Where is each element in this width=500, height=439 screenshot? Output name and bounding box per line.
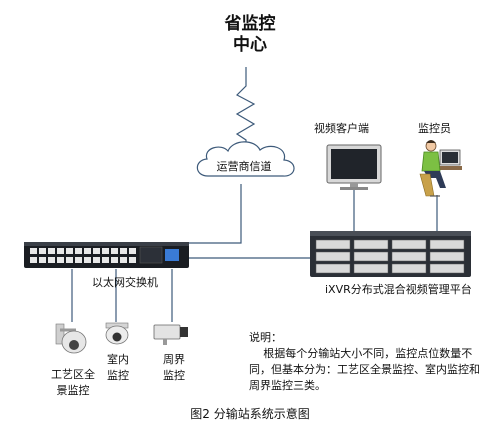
switch-port bbox=[39, 248, 46, 254]
switch-port bbox=[48, 257, 55, 263]
switch-port bbox=[120, 257, 127, 263]
server-drive-bay bbox=[315, 239, 351, 250]
server-drive-bay bbox=[353, 251, 389, 262]
server-drive-bay bbox=[391, 239, 427, 250]
ethernet-switch-label: 以太网交换机 bbox=[92, 276, 158, 289]
server-drive-bay bbox=[429, 251, 465, 262]
camera-label-indoor: 室内 监控 bbox=[98, 352, 138, 384]
box-camera-icon bbox=[153, 324, 188, 345]
operator-icon bbox=[419, 140, 462, 197]
dome-camera-icon bbox=[105, 322, 129, 345]
switch-port bbox=[111, 248, 118, 254]
link-province-to-cloud bbox=[235, 67, 256, 150]
switch-port bbox=[57, 257, 64, 263]
switch-port bbox=[48, 248, 55, 254]
camera-label-perimeter: 周界 监控 bbox=[154, 352, 194, 384]
server-drive-bay bbox=[429, 239, 465, 250]
notes-title: 说明： bbox=[249, 331, 282, 344]
camera-label-line1: 室内 bbox=[107, 353, 129, 366]
ethernet-switch-icon bbox=[24, 242, 189, 268]
server-drive-bay bbox=[315, 251, 351, 262]
platform-label: iXVR分布式混合视频管理平台 bbox=[325, 283, 472, 296]
server-drive-bay bbox=[391, 251, 427, 262]
server-drive-bays bbox=[315, 239, 465, 274]
server-drive-bay bbox=[315, 263, 351, 274]
cloud-shape bbox=[196, 141, 295, 177]
server-drive-bay bbox=[429, 263, 465, 274]
notes-body: 根据每个分输站大小不同，监控点位数量不同，但基本分为：工艺区全景监控、室内监控和… bbox=[249, 347, 480, 392]
province-center-line1: 省监控 bbox=[224, 14, 276, 34]
switch-ports bbox=[30, 248, 136, 263]
switch-port bbox=[129, 257, 136, 263]
figure-caption: 图2 分输站系统示意图 bbox=[190, 407, 310, 421]
link-cloud-to-switch bbox=[189, 184, 242, 244]
switch-port bbox=[66, 248, 73, 254]
switch-port bbox=[75, 257, 82, 263]
carrier-channel-label: 运营商信道 bbox=[216, 160, 272, 173]
switch-port bbox=[102, 248, 109, 254]
operator-label: 监控员 bbox=[418, 122, 451, 135]
switch-port bbox=[111, 257, 118, 263]
switch-port bbox=[93, 248, 100, 254]
switch-port bbox=[84, 257, 91, 263]
switch-port bbox=[93, 257, 100, 263]
switch-port bbox=[84, 248, 91, 254]
switch-port bbox=[102, 257, 109, 263]
notes-block: 说明： 根据每个分输站大小不同，监控点位数量不同，但基本分为：工艺区全景监控、室… bbox=[249, 330, 485, 394]
connection-lines bbox=[71, 67, 438, 322]
camera-label-line2: 监控 bbox=[163, 369, 185, 382]
dome-ptz-camera-icon bbox=[55, 323, 87, 354]
switch-port bbox=[39, 257, 46, 263]
switch-port bbox=[129, 248, 136, 254]
switch-port bbox=[66, 257, 73, 263]
switch-port bbox=[57, 248, 64, 254]
server-drive-bay bbox=[391, 263, 427, 274]
server-drive-bay bbox=[353, 263, 389, 274]
switch-port bbox=[30, 248, 37, 254]
camera-label-process-area: 工艺区全 景监控 bbox=[42, 367, 104, 399]
server-icon bbox=[310, 231, 471, 277]
monitor-icon bbox=[326, 144, 382, 190]
video-client-label: 视频客户端 bbox=[314, 122, 369, 135]
camera-label-line1: 工艺区全 bbox=[51, 368, 95, 381]
switch-port bbox=[120, 248, 127, 254]
switch-port bbox=[30, 257, 37, 263]
camera-label-line1: 周界 bbox=[163, 353, 185, 366]
province-center-line2: 中心 bbox=[233, 35, 267, 55]
camera-label-line2: 监控 bbox=[107, 369, 129, 382]
camera-label-line2: 景监控 bbox=[56, 384, 90, 397]
province-center-label: 省监控 中心 bbox=[200, 14, 300, 56]
switch-port bbox=[75, 248, 82, 254]
server-drive-bay bbox=[353, 239, 389, 250]
